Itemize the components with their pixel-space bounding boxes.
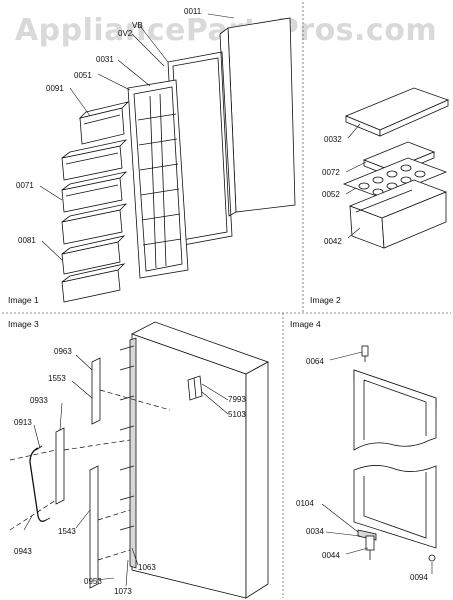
inner-door-liner — [127, 79, 189, 279]
image-3-callouts: 0963 1553 0933 0913 0943 1543 0953 1073 … — [14, 347, 246, 596]
image-3-caption: Image 3 — [8, 319, 39, 329]
callout-1073: 1073 — [114, 587, 132, 596]
hinge-pin-0064 — [361, 345, 369, 357]
callout-7993: 7993 — [228, 395, 246, 404]
door-foot-0094 — [428, 554, 436, 562]
image-4-freezer-door — [321, 345, 437, 574]
callout-0051: 0051 — [74, 71, 92, 80]
callout-1553: 1553 — [48, 374, 66, 383]
callout-0963: 0963 — [54, 347, 72, 356]
callout-0031: 0031 — [96, 55, 114, 64]
image-3-handle-trim — [9, 321, 269, 599]
image-2-trays — [342, 87, 450, 249]
callout-0042: 0042 — [324, 237, 342, 246]
door-bin-0071-c — [61, 203, 128, 245]
door-bin-0081-a — [61, 235, 126, 275]
outer-door-panel — [227, 17, 296, 213]
callout-0091: 0091 — [46, 84, 64, 93]
callout-1063: 1063 — [138, 563, 156, 572]
callout-0071: 0071 — [16, 181, 34, 190]
image-4-caption: Image 4 — [290, 319, 321, 329]
callout-5103: 5103 — [228, 410, 246, 419]
upper-trim-0963 — [91, 357, 101, 425]
image-1-caption: Image 1 — [8, 295, 39, 305]
hinge-bushing-0044 — [365, 535, 375, 551]
callout-0081: 0081 — [18, 236, 36, 245]
door-side-face — [245, 361, 269, 599]
callout-0052: 0052 — [322, 190, 340, 199]
callout-0933: 0933 — [30, 396, 48, 405]
callout-0072: 0072 — [322, 168, 340, 177]
callout-0044: 0044 — [322, 551, 340, 560]
trim-strip-edge — [129, 337, 137, 569]
callout-0v2: 0V2 — [118, 29, 133, 38]
handle-0913 — [29, 447, 47, 522]
image-2-callouts: 0032 0072 0052 0042 — [322, 135, 342, 246]
callout-0104: 0104 — [296, 499, 314, 508]
callout-0011: 0011 — [184, 7, 202, 16]
callout-0913: 0913 — [14, 418, 32, 427]
door-front-face — [131, 333, 247, 599]
outer-door-edge — [219, 27, 237, 217]
door-bin-0071-a — [61, 139, 128, 181]
callout-0064: 0064 — [306, 357, 324, 366]
door-upper-section — [353, 369, 437, 451]
handle-trim-0933 — [55, 427, 65, 505]
callout-vb: VB — [132, 21, 143, 30]
callout-0094: 0094 — [410, 573, 428, 582]
door-lower-section — [353, 465, 437, 549]
image-2-caption: Image 2 — [310, 295, 341, 305]
image-4-callouts: 0064 0104 0034 0044 0094 — [296, 357, 428, 582]
door-bin-0071-b — [61, 171, 128, 213]
egg-holder — [342, 157, 448, 199]
callout-0953: 0953 — [84, 577, 102, 586]
image-1-callouts: 0011 0051 0091 0071 0081 0031 VB 0V2 — [16, 7, 202, 245]
image-1-door-assembly — [39, 13, 296, 303]
door-bin-0091 — [78, 101, 130, 145]
callout-1543: 1543 — [58, 527, 76, 536]
door-bin-0081-b — [61, 263, 126, 303]
callout-0943: 0943 — [14, 547, 32, 556]
lower-trim-0953 — [89, 465, 99, 589]
callout-0034: 0034 — [306, 527, 324, 536]
inner-door-liner-recess — [133, 86, 183, 272]
callout-0032: 0032 — [324, 135, 342, 144]
